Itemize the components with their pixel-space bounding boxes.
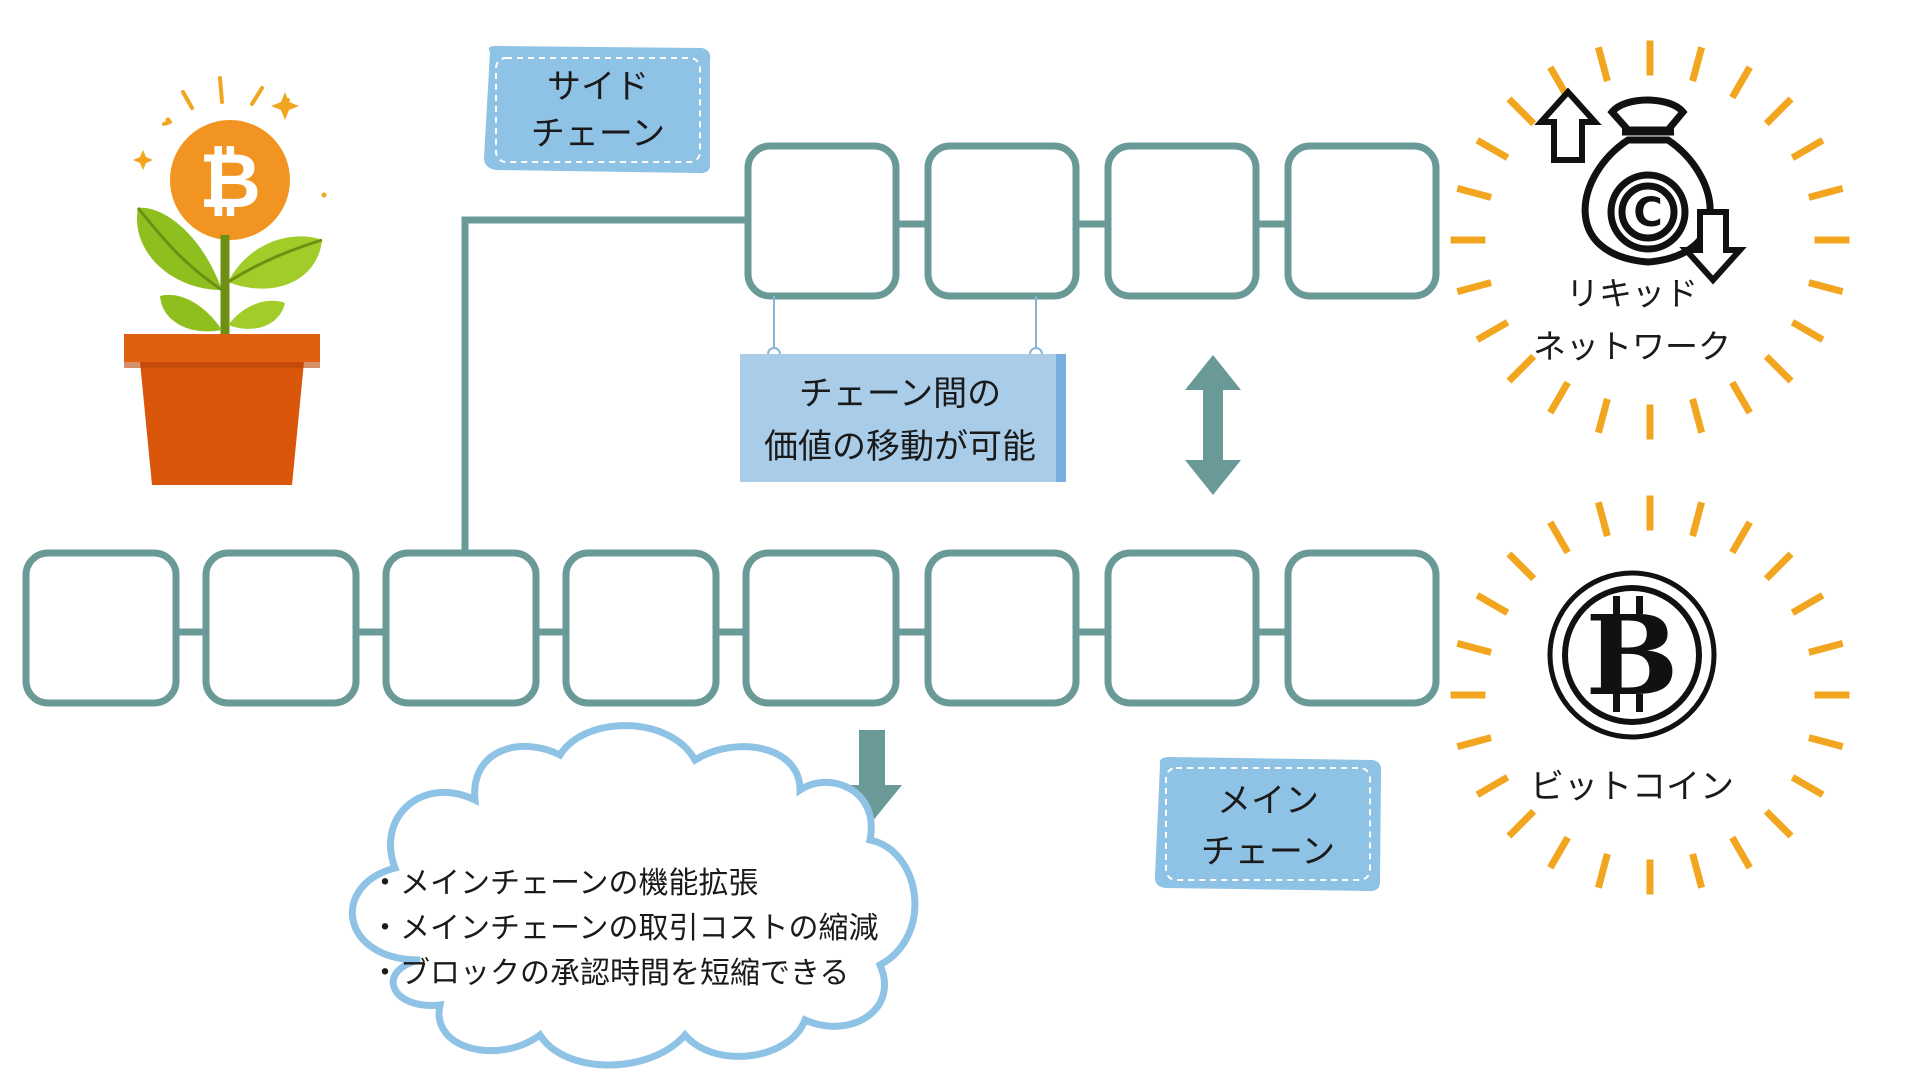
side-chain-label-line1: サイド [547,67,649,107]
side-chain-block [744,142,900,300]
main-chain-block [924,549,1080,707]
main-chain-label-line2: チェーン [1201,832,1335,872]
arrow-down-icon [1679,209,1747,285]
main-chain-block [742,549,900,707]
burst-ray [1808,185,1844,201]
burst-ray [1456,279,1492,295]
burst-ray [1506,551,1537,582]
burst-ray [1790,137,1825,161]
burst-ray [1808,640,1844,656]
main-chain-block [22,549,180,707]
burst-ray [1763,96,1794,127]
burst-ray [1506,353,1537,384]
main-chain-label-line1: メイン [1217,781,1319,821]
burst-ray [1729,835,1753,870]
chain-fork-connector [461,216,748,550]
bitcoin-icon: B ビットコイン [1450,495,1850,895]
burst-ray [1595,398,1611,434]
burst-ray [1456,185,1492,201]
burst-ray [1763,353,1794,384]
burst-ray [1547,520,1571,555]
bitcoin-label: ビットコイン [1530,767,1734,807]
transfer-label-line2: 価値の移動が可能 [764,427,1036,467]
liquid-network-label-line2: ネットワーク [1533,327,1731,366]
transfer-callout: チェーン間の 価値の移動が可能 [740,296,1066,482]
svg-text:B: B [1586,591,1679,720]
main-chain-block [382,549,540,707]
burst-ray [1763,551,1794,582]
burst-ray [1475,774,1510,798]
burst-ray [1763,808,1794,839]
burst-ray [1689,398,1705,434]
burst-ray [1808,279,1844,295]
side-chain-label-line2: チェーン [531,114,665,154]
burst-ray [1729,380,1753,415]
money-bag-icon: C [1581,96,1714,266]
svg-text:₿: ₿ [199,136,261,225]
burst-ray [1506,96,1537,127]
burst-ray [1456,734,1492,750]
bitcoin-coin-icon: B [1547,570,1717,740]
bidirectional-arrow-icon [1185,355,1241,495]
main-chain-block [1284,549,1440,707]
side-chain-block [924,142,1080,300]
burst-ray [1689,853,1705,889]
burst-ray [1506,808,1537,839]
burst-ray [1595,501,1611,537]
burst-ray [1475,319,1510,343]
burst-ray [1808,734,1844,750]
burst-ray [1547,65,1571,100]
main-chain-block [562,549,720,707]
main-chain-block [1104,549,1260,707]
burst-ray [1729,65,1753,100]
burst-ray [1790,592,1825,616]
svg-text:C: C [1633,190,1662,236]
burst-ray [1595,853,1611,889]
main-chain [22,549,1440,707]
benefits-cloud: ・メインチェーンの機能拡張 ・メインチェーンの取引コストの縮減 ・ブロックの承認… [348,722,919,1069]
burst-ray [1547,835,1571,870]
burst-ray [1729,520,1753,555]
burst-ray [1595,46,1611,82]
liquid-network-icon: C リキッド ネットワーク [1450,40,1850,440]
burst-ray [1547,380,1571,415]
liquid-network-label-line1: リキッド [1566,274,1698,313]
plant-bitcoin-icon: ₿ [124,76,327,485]
benefit-item: ・メインチェーンの機能拡張 [370,866,759,901]
burst-ray [1456,640,1492,656]
burst-ray [1790,319,1825,343]
transfer-label-line1: チェーン間の [799,374,1001,414]
side-chain-block [1104,142,1260,300]
burst-ray [1475,592,1510,616]
arrow-up-icon [1534,87,1602,163]
benefit-item: ・ブロックの承認時間を短縮できる [370,956,849,991]
main-chain-label: メイン チェーン [1154,757,1382,892]
side-chain-block [1284,142,1440,300]
burst-ray [1689,46,1705,82]
burst-ray [1689,501,1705,537]
main-chain-block [202,549,360,707]
burst-ray [1790,774,1825,798]
benefit-item: ・メインチェーンの取引コストの縮減 [370,911,879,946]
side-chain-label: サイド チェーン [484,45,711,174]
burst-ray [1475,137,1510,161]
side-chain [744,142,1440,300]
